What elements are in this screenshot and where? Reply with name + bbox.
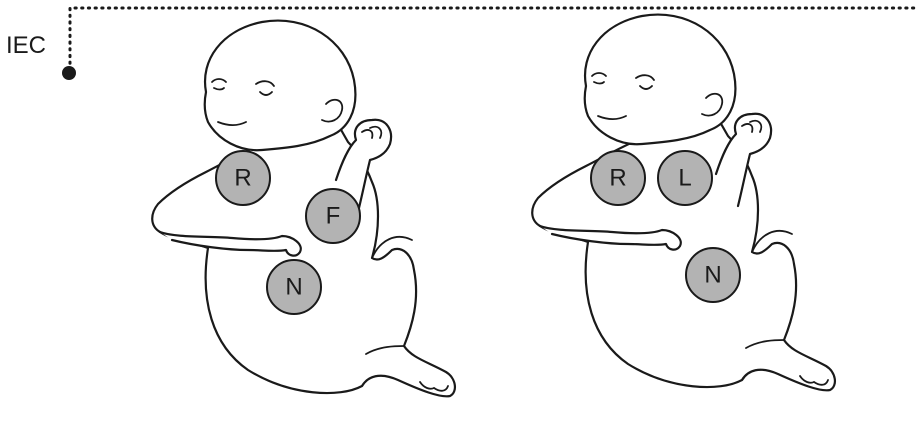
standard-label: IEC (6, 32, 46, 60)
electrode-label: L (678, 165, 691, 192)
infant-head-outline (585, 15, 736, 145)
electrode-right-r: R (591, 151, 645, 205)
electrode-left-r: R (216, 151, 270, 205)
electrode-left-f: F (306, 189, 360, 243)
electrode-label: R (234, 165, 251, 192)
leader-anchor-dot (62, 66, 76, 80)
standard-leader (62, 8, 918, 80)
electrode-label: N (704, 262, 721, 289)
electrode-left-n: N (267, 260, 321, 314)
electrode-label: F (326, 203, 341, 230)
electrode-right-n: N (686, 248, 740, 302)
electrode-label: R (609, 165, 626, 192)
leader-dotted-line (70, 8, 918, 70)
electrode-label: N (285, 274, 302, 301)
electrode-right-l: L (658, 151, 712, 205)
infant-figure-left (152, 21, 455, 397)
infant-head-outline (205, 21, 356, 151)
